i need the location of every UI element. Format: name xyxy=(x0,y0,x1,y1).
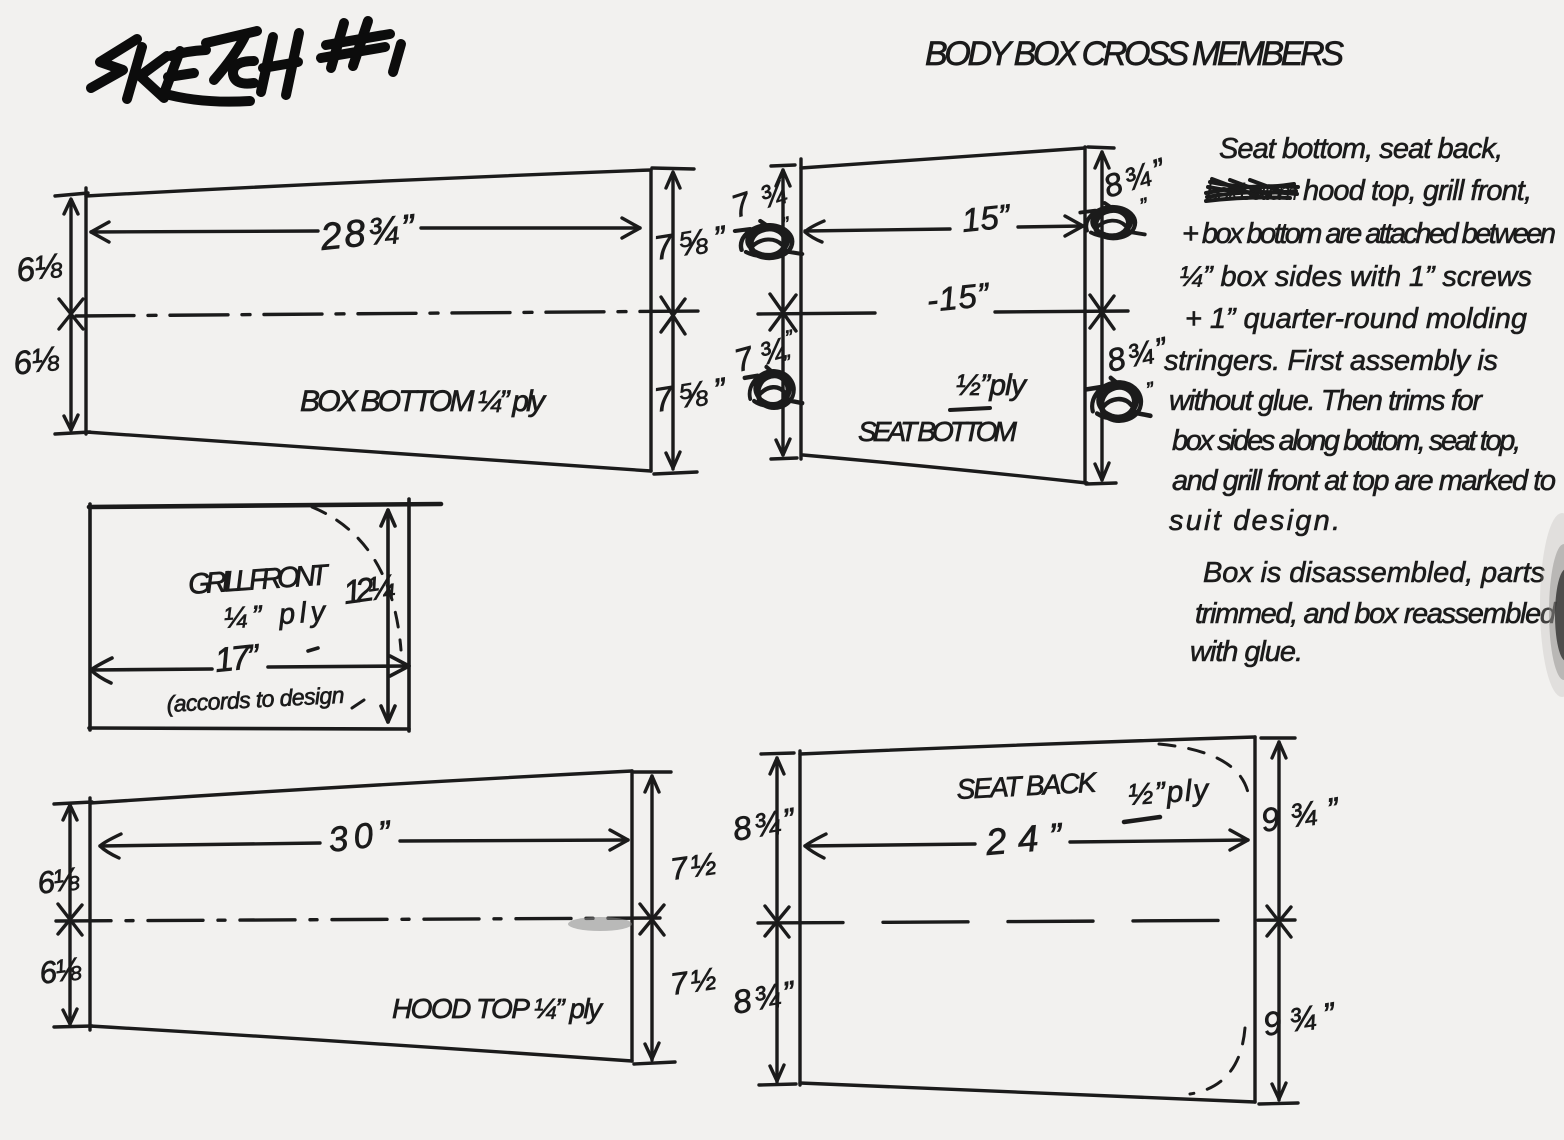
svg-text:+ 1” quarter-round molding: + 1” quarter-round molding xyxy=(1185,303,1527,335)
svg-text:12¼: 12¼ xyxy=(341,567,398,611)
svg-text:6⅛: 6⅛ xyxy=(35,860,82,901)
svg-text:24”: 24” xyxy=(983,815,1065,863)
svg-text:½”ply: ½”ply xyxy=(956,369,1028,402)
svg-text:hood top, grill front,: hood top, grill front, xyxy=(1303,175,1532,207)
svg-text:30”: 30” xyxy=(326,814,394,860)
svg-text:7½: 7½ xyxy=(668,846,718,887)
svg-text:7½: 7½ xyxy=(668,961,718,1002)
svg-text:6⅛: 6⅛ xyxy=(14,246,65,289)
svg-text:½”ply: ½”ply xyxy=(1127,773,1211,812)
svg-text:SEAT BOTTOM: SEAT BOTTOM xyxy=(858,416,1018,447)
svg-text:¼” box sides with 1” screws: ¼” box sides with 1” screws xyxy=(1179,261,1532,293)
svg-text:HOOD TOP ¼” ply: HOOD TOP ¼” ply xyxy=(392,993,604,1024)
svg-text:suit design.: suit design. xyxy=(1169,505,1340,537)
svg-text:-15”: -15” xyxy=(925,275,993,318)
svg-text:trimmed, and box reassembled: trimmed, and box reassembled xyxy=(1195,598,1557,630)
svg-text:17”: 17” xyxy=(213,637,262,680)
svg-text:box sides along bottom, seat t: box sides along bottom, seat top, xyxy=(1172,425,1521,457)
svg-text:without glue. Then trims for: without glue. Then trims for xyxy=(1169,385,1483,417)
svg-text:BOX BOTTOM ¼” ply: BOX BOTTOM ¼” ply xyxy=(300,385,547,418)
svg-text:6⅛: 6⅛ xyxy=(37,950,84,991)
svg-text:6⅛: 6⅛ xyxy=(11,339,62,382)
svg-text:SEAT BACK: SEAT BACK xyxy=(956,767,1099,805)
svg-text:BODY BOX CROSS MEMBERS: BODY BOX CROSS MEMBERS xyxy=(925,35,1345,73)
svg-text:+ box bottom are attached betw: + box bottom are attached between xyxy=(1182,218,1556,250)
svg-text:Seat bottom, seat back,: Seat bottom, seat back, xyxy=(1219,133,1503,165)
svg-text:with glue.: with glue. xyxy=(1190,636,1303,668)
svg-text:15”: 15” xyxy=(960,197,1014,239)
svg-text:stringers. First assembly is: stringers. First assembly is xyxy=(1164,345,1498,377)
svg-text:Box is disassembled, parts: Box is disassembled, parts xyxy=(1203,557,1545,589)
svg-text:and grill front at top are mar: and grill front at top are marked to xyxy=(1172,465,1556,497)
